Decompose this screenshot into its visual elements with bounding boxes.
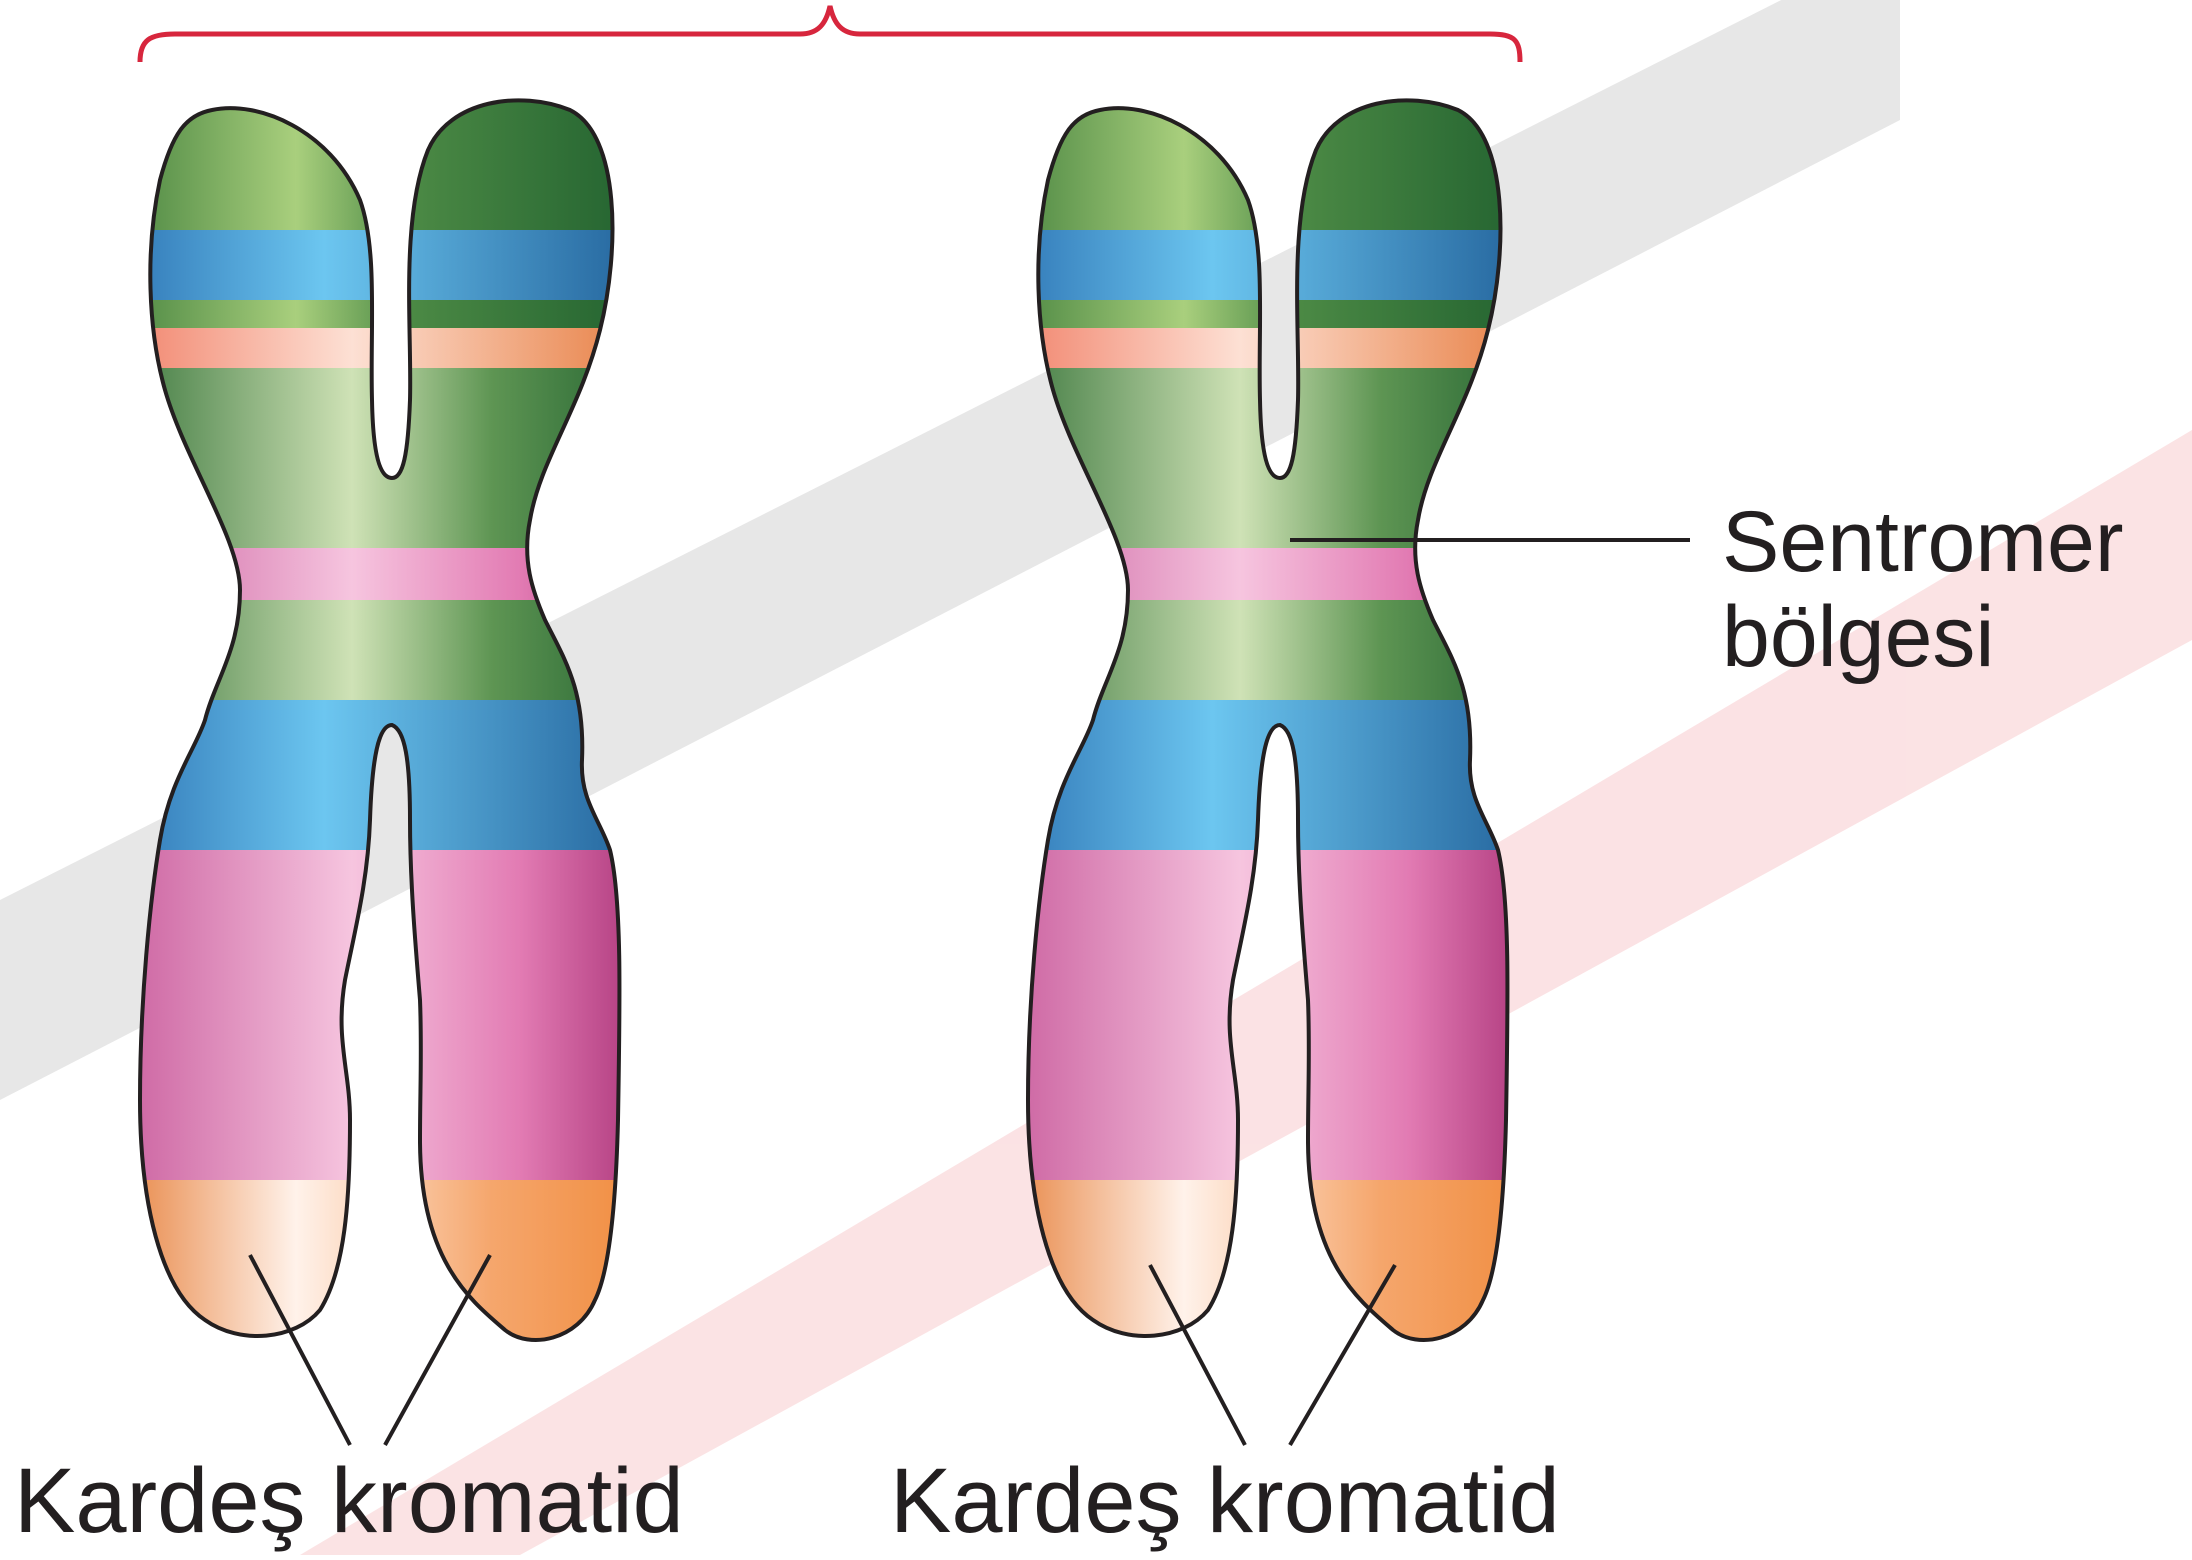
label-centromere-line2: bölgesi (1722, 590, 2124, 685)
chromosome-left (100, 80, 660, 1380)
homolog-bracket (140, 6, 1520, 62)
leader-line-left-2 (385, 1255, 490, 1445)
label-sister-chromatid-right: Kardeş kromatid (890, 1455, 1560, 1547)
label-centromere-line1: Sentromer (1722, 495, 2124, 590)
label-centromere: Sentromer bölgesi (1722, 495, 2124, 684)
leader-line-right-2 (1290, 1265, 1395, 1445)
label-sister-chromatid-left: Kardeş kromatid (14, 1455, 684, 1547)
